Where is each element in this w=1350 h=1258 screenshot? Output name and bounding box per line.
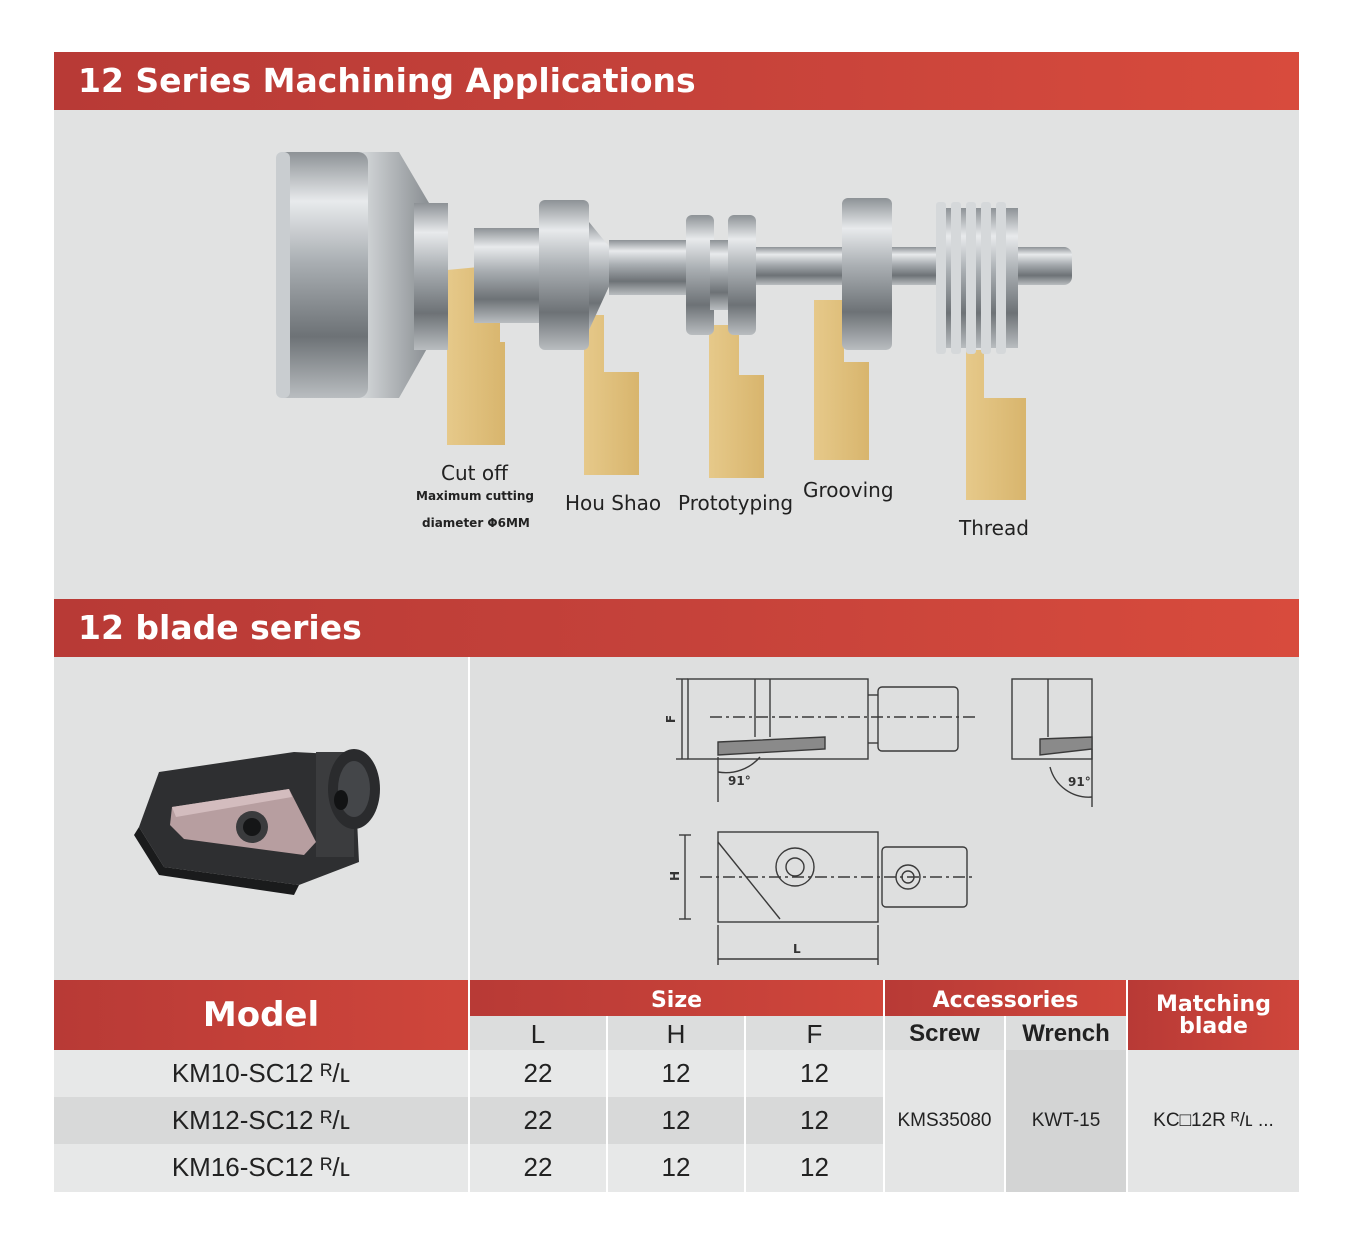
angle-label-side: 91° [1068, 775, 1091, 789]
label-hou-shao: Hou Shao [565, 491, 662, 515]
dimension-h-label: H [668, 870, 683, 882]
label-thread: Thread [959, 516, 1029, 540]
blade-section-title: 12 blade series [54, 599, 1299, 657]
cell-l: 22 [523, 1105, 553, 1135]
chuck-head [276, 152, 368, 398]
angle-label-top: 91° [728, 774, 751, 788]
cell-h: 12 [661, 1105, 691, 1135]
applications-panel: Cut off Maximum cutting diameter Φ6MM Ho… [54, 110, 1299, 599]
cell-matching-blade: KC□12R ᴿ/ʟ ... [1128, 1050, 1299, 1192]
cell-l: 22 [523, 1058, 553, 1088]
cell-wrench: KWT-15 [1006, 1050, 1126, 1192]
insert-thread [966, 350, 1026, 500]
applications-section-title: 12 Series Machining Applications [54, 52, 1299, 110]
cell-model: KM10-SC12 ᴿ/ʟ [171, 1058, 351, 1088]
column-divider [744, 1016, 746, 1192]
cell-h: 12 [661, 1152, 691, 1182]
label-cut-off-sub2: diameter Φ6MM [422, 516, 530, 530]
header-matching-blade: Matching blade [1128, 980, 1299, 1050]
cell-l: 22 [523, 1152, 553, 1182]
cell-f: 12 [800, 1105, 829, 1135]
header-screw: Screw [885, 1016, 1004, 1050]
column-divider [468, 980, 470, 1192]
column-divider [606, 1016, 608, 1192]
thread-section [936, 202, 1018, 354]
dimension-l-label: L [793, 942, 801, 956]
workpiece-illustration [276, 152, 1072, 500]
cell-h: 12 [661, 1058, 691, 1088]
tool-holder-image [134, 749, 380, 895]
label-cut-off-sub1: Maximum cutting [416, 489, 534, 503]
label-cut-off: Cut off [441, 461, 508, 485]
cell-f: 12 [800, 1058, 829, 1088]
insert-prototyping [709, 325, 764, 478]
header-model: Model [54, 980, 468, 1050]
cell-screw: KMS35080 [885, 1050, 1004, 1192]
dimension-f-label: F [664, 714, 679, 724]
column-divider [883, 980, 885, 1192]
product-photo-panel [54, 657, 468, 980]
label-prototyping: Prototyping [678, 491, 794, 515]
header-h: H [608, 1016, 744, 1050]
insert-grooving [814, 300, 869, 460]
cell-model: KM16-SC12 ᴿ/ʟ [171, 1152, 351, 1182]
header-wrench: Wrench [1006, 1016, 1126, 1050]
header-l: L [470, 1016, 606, 1050]
header-f: F [746, 1016, 883, 1050]
spec-table: Model Size L H F Accessories Screw Wrenc… [54, 980, 1299, 1192]
insert-hou-shao [584, 315, 639, 475]
header-size: Size [470, 980, 883, 1016]
header-accessories: Accessories [885, 980, 1126, 1016]
technical-drawing [676, 678, 1093, 965]
column-divider [1126, 980, 1128, 1192]
label-grooving: Grooving [803, 478, 894, 502]
cell-f: 12 [800, 1152, 829, 1182]
column-divider [1004, 1016, 1006, 1192]
cell-model: KM12-SC12 ᴿ/ʟ [171, 1105, 351, 1135]
technical-drawing-panel: 91° 91° F H L [470, 657, 1299, 980]
